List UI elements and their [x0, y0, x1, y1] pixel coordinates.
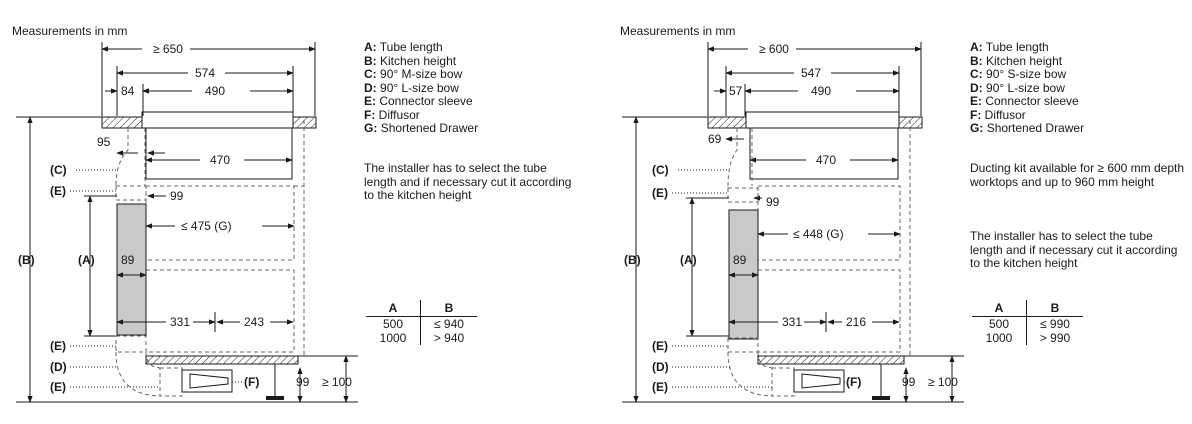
dim-gap-label-2: 99	[766, 195, 780, 209]
dim-offset-label-2: 69	[708, 132, 722, 146]
label-d: (D)	[50, 360, 67, 374]
plinth	[145, 355, 299, 365]
diffusor	[181, 369, 233, 393]
measurements-header-1: Measurements in mm	[12, 24, 128, 38]
dim-drawer-label: ≤ 475 (G)	[181, 219, 232, 233]
label-c: (C)	[50, 163, 67, 177]
dim-hob-label-2: 547	[801, 66, 821, 80]
label-a: (A)	[78, 253, 95, 267]
label-f-2: (F)	[846, 375, 861, 389]
dim-bottom-left: 331	[170, 315, 190, 329]
dim-right-offset: 490	[142, 84, 294, 98]
dim-hob-width: 574	[116, 66, 294, 80]
dim-left-label-2: 57	[729, 84, 743, 98]
hob	[141, 111, 294, 129]
dim-leg-label: 99	[296, 375, 310, 389]
dim-bottom-left-2: 331	[782, 315, 802, 329]
label-a-2: (A)	[680, 253, 697, 267]
dim-gap-label: 99	[170, 189, 184, 203]
panel-1-drawing: ≥ 650 574 84 490 95 470	[16, 42, 358, 403]
label-b: (B)	[18, 253, 35, 267]
dim-bottom-right-2: 216	[846, 315, 866, 329]
dim-floor-label-2: ≥ 100	[928, 375, 958, 389]
dim-box-label-2: 470	[816, 153, 836, 167]
label-e3: (E)	[50, 380, 66, 394]
label-f: (F)	[244, 375, 259, 389]
dim-leg-label-2: 99	[902, 375, 916, 389]
label-b-2: (B)	[624, 253, 641, 267]
dim-floor-label: ≥ 100	[322, 375, 352, 389]
dim-drawer-label-2: ≤ 448 (G)	[793, 227, 844, 241]
label-e1-2: (E)	[652, 186, 668, 200]
dim-offset-label: 95	[97, 135, 111, 149]
label-e1: (E)	[50, 184, 66, 198]
label-e2-2: (E)	[652, 339, 668, 353]
measurements-header-2: Measurements in mm	[620, 24, 736, 38]
dim-left-label: 84	[121, 84, 135, 98]
note-2a: Ducting kit available for ≥ 600 mm depth…	[970, 161, 1185, 189]
label-e2: (E)	[50, 339, 66, 353]
dim-box-label: 470	[210, 153, 230, 167]
panel-2-drawing: ≥ 600 547 57 490 69 470 (C) (E) 99 ≤ 448…	[622, 42, 964, 403]
dim-right-label: 490	[205, 84, 225, 98]
dim-hob-label: 574	[195, 66, 215, 80]
tube-a	[116, 203, 147, 336]
dim-tube-label: 89	[121, 253, 135, 267]
label-d-2: (D)	[652, 360, 669, 374]
dim-bottom-right: 243	[244, 315, 264, 329]
dim-tube-label-2: 89	[733, 253, 747, 267]
label-c-2: (C)	[652, 163, 669, 177]
dim-total-label: ≥ 650	[153, 42, 183, 56]
worktop-left	[101, 116, 143, 129]
note-1: The installer has to select the tube len…	[364, 161, 572, 202]
label-e3-2: (E)	[652, 380, 668, 394]
dim-total-width: ≥ 650	[101, 42, 316, 56]
hob-body	[145, 127, 293, 180]
dim-total-label-2: ≥ 600	[759, 42, 789, 56]
dim-right-label-2: 490	[811, 84, 831, 98]
note-2b: The installer has to select the tube len…	[970, 229, 1178, 270]
